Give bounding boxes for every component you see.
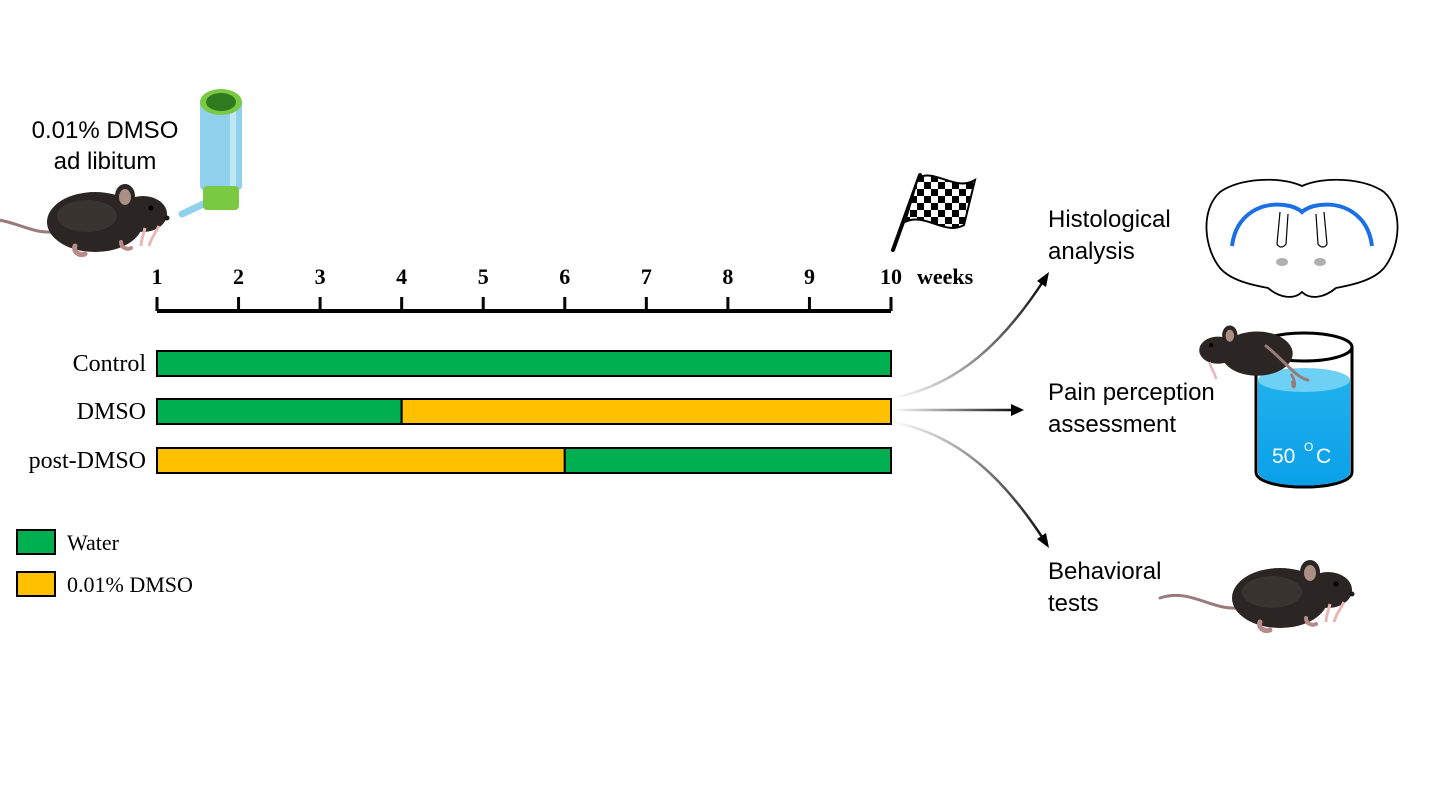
week-label: 1 <box>152 264 163 289</box>
pain-label-line1: Pain perception <box>1048 379 1215 406</box>
treatment-label-line1: 0.01% DMSO <box>32 117 179 144</box>
outcome-arrows <box>892 272 1049 548</box>
legend-label-water: Water <box>67 530 120 555</box>
pain-label-line2: assessment <box>1048 411 1176 438</box>
behavior-label-line1: Behavioral <box>1048 558 1161 585</box>
group-label: post-DMSO <box>29 448 146 474</box>
week-label: 6 <box>559 264 570 289</box>
group-segment-water <box>563 447 892 474</box>
mouse-icon <box>1160 560 1355 631</box>
water-bath-icon: 50 O C <box>1254 331 1354 489</box>
behavior-label-line2: tests <box>1048 590 1099 617</box>
group-segment-water <box>156 350 892 377</box>
brain-section-icon <box>1205 178 1399 298</box>
group-segment-dmso <box>400 398 892 425</box>
legend-label-dmso: 0.01% DMSO <box>67 572 193 597</box>
histology-label-line2: analysis <box>1048 238 1135 265</box>
week-label: 9 <box>804 264 815 289</box>
legend-swatch-dmso <box>16 571 56 597</box>
week-label: 7 <box>641 264 652 289</box>
week-label: 3 <box>315 264 326 289</box>
week-label: 10 <box>880 264 902 289</box>
group-label: DMSO <box>77 399 146 425</box>
histology-label-line1: Histological <box>1048 206 1171 233</box>
week-label: 8 <box>722 264 733 289</box>
arrow-to-behavior <box>892 420 1046 541</box>
water-bottle-icon <box>178 89 242 218</box>
mouse-icon <box>0 184 170 255</box>
group-label: Control <box>73 351 147 377</box>
bath-temperature-degree: O <box>1304 440 1313 454</box>
mouse-icon <box>1199 325 1297 389</box>
legend: Water 0.01% DMSO <box>16 529 193 597</box>
bath-temperature-unit: C <box>1316 445 1331 468</box>
checkered-flag-icon <box>891 173 977 252</box>
legend-swatch-water <box>16 529 56 555</box>
timeline-axis: 1 2 3 4 5 6 7 8 9 10 weeks <box>152 264 974 313</box>
group-segment-dmso <box>156 447 566 474</box>
week-label: 5 <box>478 264 489 289</box>
arrow-to-histology <box>892 279 1046 400</box>
week-label: 4 <box>396 264 407 289</box>
weeks-unit-label: weeks <box>917 264 974 289</box>
treatment-label-line2: ad libitum <box>54 148 157 175</box>
week-label: 2 <box>233 264 244 289</box>
bath-temperature-value: 50 <box>1272 445 1295 468</box>
group-segment-water <box>156 398 403 425</box>
